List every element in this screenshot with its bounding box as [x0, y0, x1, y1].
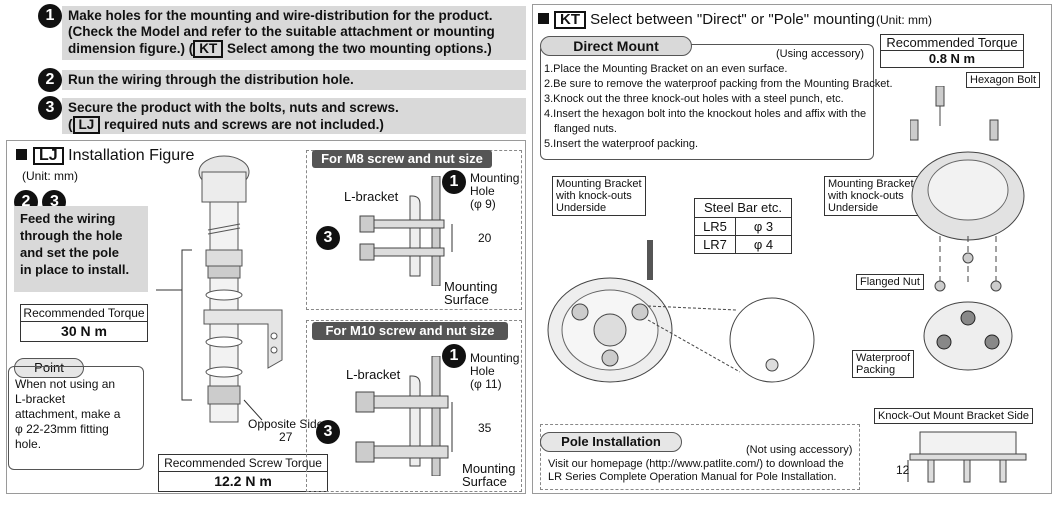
step-3: 3 Secure the product with the bolts, nut…	[36, 96, 526, 136]
lj-unit: (Unit: mm)	[22, 169, 78, 183]
m8-dimension: 20	[478, 231, 492, 245]
point-box: When not using an L-bracket attachment, …	[8, 366, 144, 470]
hexagon-bolt-label: Hexagon Bolt	[966, 72, 1041, 88]
pole-installation-illustration	[156, 155, 283, 423]
direct-mount-box	[540, 44, 874, 160]
exploded-bracket-illustration	[910, 86, 1025, 371]
step-1: 1 Make holes for the mounting and wire-d…	[36, 4, 526, 64]
knockout-side-illustration	[907, 431, 1027, 483]
direct-mount-label: Direct Mount	[540, 36, 692, 56]
step-2-text: Run the wiring through the distribution …	[62, 70, 526, 90]
m10-detail-panel	[306, 320, 522, 492]
m10-mounting-surface: Mounting Surface	[462, 461, 516, 489]
m10-screw-diagram	[355, 356, 453, 476]
pole-installation-text: Visit our homepage (http://www.patlite.c…	[548, 458, 844, 483]
m10-step-3-badge: 3	[316, 420, 340, 444]
pole-installation-box	[540, 424, 860, 490]
step-1-text: Make holes for the mounting and wire-dis…	[62, 6, 526, 60]
m10-header: For M10 screw and nut size	[312, 322, 508, 340]
steel-bar-table: Steel Bar etc. LR5 φ 3 LR7 φ 4	[694, 198, 792, 254]
recommended-screw-torque: Recommended Screw Torque 12.2 N m	[158, 454, 328, 492]
lj-recommended-torque: Recommended Torque 30 N m	[20, 304, 148, 342]
kt-recommended-torque: Recommended Torque 0.8 N m	[880, 34, 1024, 68]
pole-installation-note: (Not using accessory)	[746, 444, 853, 456]
step-2: 2 Run the wiring through the distributio…	[36, 68, 526, 92]
kt-badge: KT	[193, 40, 224, 58]
kt-title: KT Select between "Direct" or "Pole" mou…	[538, 10, 875, 30]
knockout-dimension: 12	[896, 463, 910, 477]
m8-step-3-badge: 3	[316, 226, 340, 250]
direct-mount-steps: 1.Place the Mounting Bracket on an even …	[544, 63, 893, 150]
square-bullet-icon	[16, 149, 27, 160]
steel-row-lr5: LR5 φ 3	[695, 218, 791, 236]
pole-installation-label: Pole Installation	[540, 432, 682, 452]
direct-mount-note: (Using accessory)	[776, 48, 865, 60]
step-3-text: Secure the product with the bolts, nuts …	[62, 98, 526, 134]
steel-row-lr7: LR7 φ 4	[695, 236, 791, 253]
lj-badge: LJ	[72, 116, 101, 134]
m8-step-1-badge: 1	[442, 170, 466, 194]
kt-mount-panel	[532, 4, 1052, 494]
bracket-underside-illustration	[547, 240, 815, 383]
bracket-right-label: Mounting Bracket with knock-outs Undersi…	[824, 176, 918, 216]
square-bullet-icon	[538, 13, 549, 24]
feed-wiring-box: Feed the wiring through the hole and set…	[14, 206, 148, 292]
step-number-3: 3	[38, 96, 62, 120]
m10-step-1-badge: 1	[442, 344, 466, 368]
m8-l-bracket-label: L-bracket	[344, 189, 399, 204]
waterproof-packing-label: Waterproof Packing	[852, 350, 915, 378]
m10-mounting-hole: Mounting Hole (φ 11)	[470, 351, 520, 391]
lj-installation-panel	[6, 140, 526, 494]
m8-mounting-hole: Mounting Hole (φ 9)	[470, 171, 520, 211]
m8-screw-diagram	[359, 176, 453, 286]
lj-title: LJ Installation Figure	[16, 146, 194, 166]
m8-mounting-surface: Mounting Surface	[444, 279, 498, 307]
kt-unit: (Unit: mm)	[876, 13, 932, 27]
opposite-side-label: Opposite Side 27	[248, 417, 324, 444]
bracket-left-label: Mounting Bracket with knock-outs Undersi…	[552, 176, 646, 216]
m8-header: For M8 screw and nut size	[312, 150, 492, 168]
knockout-side-label: Knock-Out Mount Bracket Side	[874, 408, 1034, 424]
point-label: Point	[14, 358, 84, 378]
m10-dimension: 35	[478, 421, 492, 435]
flanged-nut-label: Flanged Nut	[856, 274, 924, 290]
step-number-1: 1	[38, 4, 62, 28]
m10-l-bracket-label: L-bracket	[346, 367, 401, 382]
step-number-2: 2	[38, 68, 62, 92]
